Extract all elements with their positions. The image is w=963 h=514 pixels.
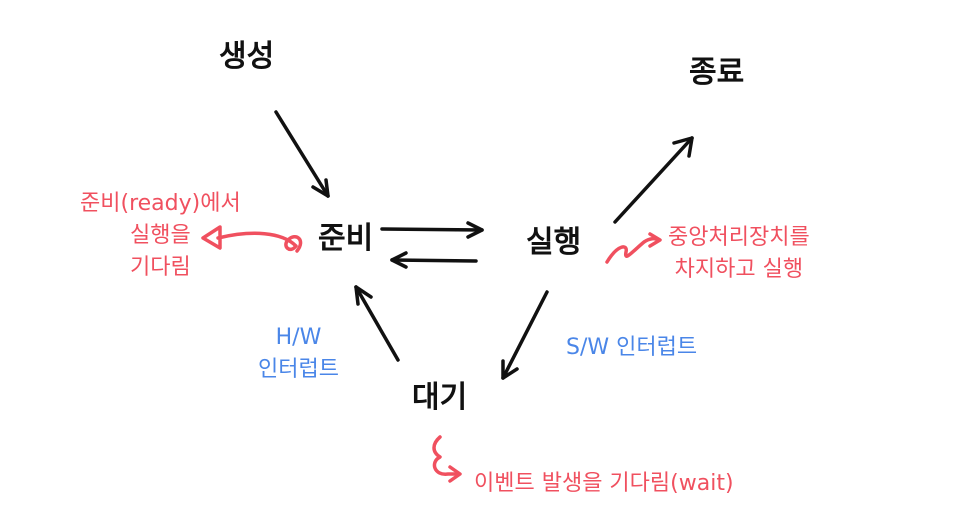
note-ready: 준비(ready)에서 실행을 기다림 (80, 188, 241, 284)
label-hw-interrupt: H/W 인터럽트 (258, 322, 339, 386)
note-waiting: 이벤트 발생을 기다림(wait) (474, 471, 734, 496)
label-hw-interrupt-line-1: H/W (275, 325, 322, 350)
note-running: 중앙처리장치를 차지하고 실행 (668, 222, 810, 286)
state-running: 실행 (526, 225, 582, 260)
note-ready-line-1: 준비(ready)에서 (80, 191, 241, 216)
note-running-line-2: 차지하고 실행 (674, 256, 804, 282)
note-ready-line-3: 기다림 (129, 254, 191, 280)
arrow-running-to-terminated (613, 136, 694, 224)
arrow-create-to-ready (274, 110, 330, 198)
annotation-arrow-waiting (432, 435, 462, 483)
state-create: 생성 (219, 39, 275, 74)
arrow-waiting-to-ready (354, 285, 400, 362)
arrow-running-to-waiting (501, 290, 549, 380)
arrow-ready-to-running (380, 221, 484, 239)
state-ready: 준비 (318, 221, 374, 256)
note-running-line-1: 중앙처리장치를 (668, 225, 810, 250)
annotation-arrow-ready (201, 225, 303, 253)
state-terminated: 종료 (689, 55, 745, 90)
annotation-arrow-running (605, 232, 662, 264)
label-sw-interrupt: S/W 인터럽트 (566, 335, 698, 360)
state-waiting: 대기 (412, 380, 468, 415)
label-hw-interrupt-line-2: 인터럽트 (258, 356, 339, 382)
note-ready-line-2: 실행을 (129, 222, 191, 248)
arrow-running-to-ready (390, 251, 478, 269)
